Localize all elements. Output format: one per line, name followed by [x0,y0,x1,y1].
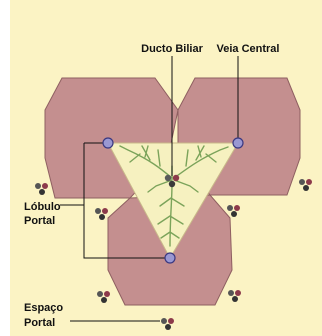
label-lobulo-portal-line2: Portal [24,215,55,227]
label-lobulo-portal-line1: Lóbulo [24,201,61,213]
central-vein-bottom [165,253,175,263]
label-veia-central: Veia Central [217,43,280,55]
central-vein-right [233,138,243,148]
label-espaco-portal-line2: Portal [24,317,55,329]
label-ducto-biliar: Ducto Biliar [141,43,203,55]
label-espaco-portal-line1: Espaço [24,302,63,314]
central-vein-left [103,138,113,148]
